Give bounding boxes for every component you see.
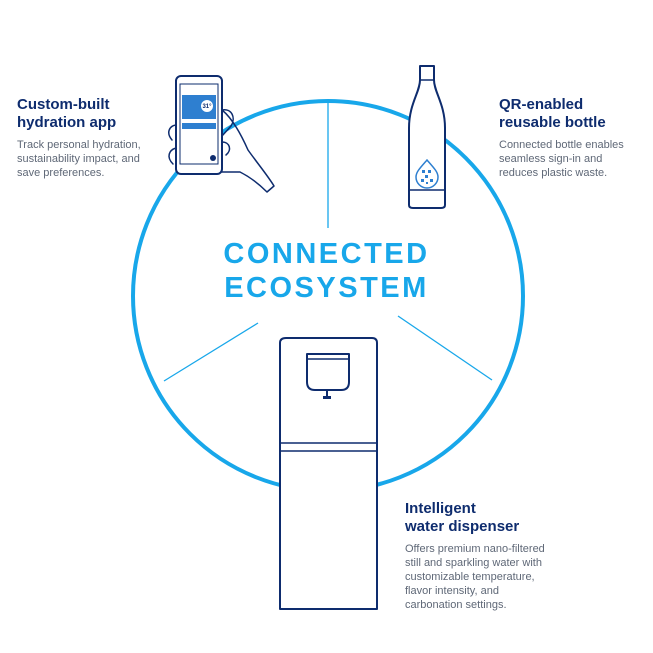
- app-heading-line: hydration app: [17, 114, 117, 131]
- bottle-heading-line: QR-enabled: [499, 96, 584, 113]
- app-feature-block: Custom-built hydration app Track persona…: [17, 96, 167, 180]
- dispenser-description-line: flavor intensity, and: [405, 585, 499, 597]
- bottle-heading: QR-enabled reusable bottle: [499, 96, 649, 132]
- bottle-description-line: Connected bottle enables: [499, 139, 624, 151]
- app-description: Track personal hydration, sustainability…: [17, 138, 167, 180]
- bottle-description-line: seamless sign-in and: [499, 153, 603, 165]
- app-description-line: sustainability impact, and: [17, 153, 140, 165]
- app-heading: Custom-built hydration app: [17, 96, 167, 132]
- phone-in-hand-icon: [168, 75, 275, 193]
- ecosystem-title-line2: ECOSYSTEM: [224, 272, 429, 304]
- dispenser-description-line: Offers premium nano-filtered: [405, 543, 545, 555]
- app-description-line: save preferences.: [17, 167, 105, 179]
- water-dispenser-icon: [279, 337, 378, 610]
- bottle-heading-line: reusable bottle: [499, 114, 606, 131]
- app-description-line: Track personal hydration,: [17, 139, 141, 151]
- bottle-description: Connected bottle enables seamless sign-i…: [499, 138, 649, 180]
- ecosystem-title-line1: CONNECTED: [223, 238, 430, 270]
- dispenser-description-line: customizable temperature,: [405, 571, 535, 583]
- bottle-description-line: reduces plastic waste.: [499, 167, 608, 179]
- ring-spoke-right: [397, 315, 493, 381]
- app-heading-line: Custom-built: [17, 96, 110, 113]
- dispenser-feature-block: Intelligent water dispenser Offers premi…: [405, 500, 560, 612]
- dispenser-description-line: carbonation settings.: [405, 599, 507, 611]
- bottle-feature-block: QR-enabled reusable bottle Connected bot…: [499, 96, 649, 180]
- phone-screen-badge: 31°: [202, 104, 212, 110]
- dispenser-heading-line: Intelligent: [405, 500, 476, 517]
- dispenser-description-line: still and sparkling water with: [405, 557, 542, 569]
- dispenser-description: Offers premium nano-filtered still and s…: [405, 542, 560, 612]
- water-bottle-icon: [408, 65, 446, 209]
- dispenser-heading-line: water dispenser: [405, 518, 520, 535]
- ring-spoke-left: [163, 322, 259, 382]
- dispenser-heading: Intelligent water dispenser: [405, 500, 560, 536]
